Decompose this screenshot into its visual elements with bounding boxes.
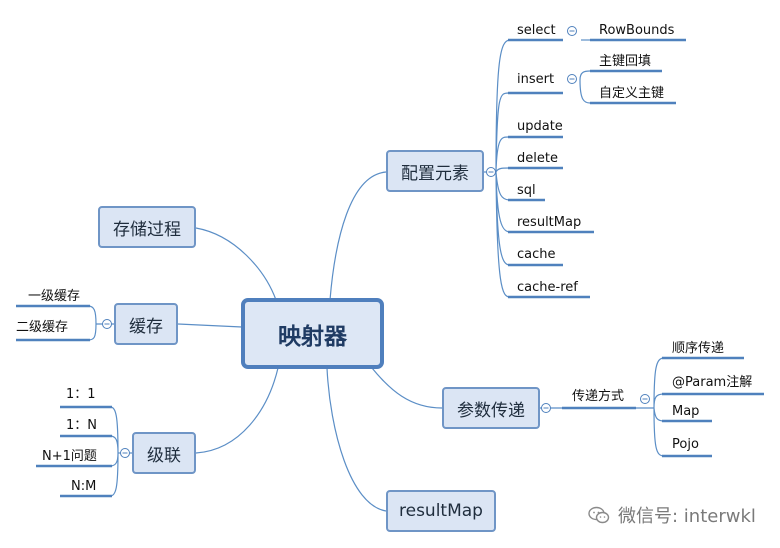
leaf-one-to-one[interactable]: 1：1 — [66, 387, 96, 402]
watermark-text: 微信号: interwkl — [618, 506, 756, 527]
node-cache[interactable]: 缓存 — [114, 303, 178, 345]
leaf-resultmap[interactable]: resultMap — [517, 215, 582, 230]
leaf-param-annotation[interactable]: @Param注解 — [672, 375, 753, 390]
node-cascade[interactable]: 级联 — [132, 432, 196, 474]
collapse-toggle-method[interactable] — [640, 394, 650, 404]
collapse-toggle-config[interactable] — [486, 167, 496, 177]
leaf-order-passing[interactable]: 顺序传递 — [672, 341, 725, 356]
connector-config — [329, 171, 387, 301]
node-stored-procedure[interactable]: 存储过程 — [98, 206, 196, 248]
root-node-mapper[interactable]: 映射器 — [241, 298, 384, 369]
leaf-insert[interactable]: insert — [517, 72, 555, 87]
leaf-cache[interactable]: cache — [517, 247, 556, 262]
leaf-delete[interactable]: delete — [517, 151, 558, 166]
collapse-toggle-insert[interactable] — [567, 74, 577, 84]
collapse-toggle-params[interactable] — [541, 403, 551, 413]
connector-cascade-fan — [109, 406, 119, 497]
node-config-elements[interactable]: 配置元素 — [386, 150, 484, 192]
connector-cascade — [195, 367, 279, 454]
collapse-toggle-select[interactable] — [567, 26, 577, 36]
leaf-select[interactable]: select — [517, 23, 556, 38]
connector-params — [371, 367, 443, 409]
leaf-custom-pk[interactable]: 自定义主键 — [599, 86, 665, 101]
wechat-icon — [588, 506, 610, 524]
leaf-update[interactable]: update — [517, 119, 563, 134]
leaf-one-to-n[interactable]: 1：N — [66, 418, 97, 433]
node-param-passing[interactable]: 参数传递 — [442, 387, 540, 429]
connector-config-fan — [495, 39, 511, 298]
watermark: 微信号: interwkl — [588, 502, 756, 528]
node-resultmap[interactable]: resultMap — [386, 490, 496, 532]
leaf-pk-backfill[interactable]: 主键回填 — [599, 54, 652, 69]
connector-params-fan — [653, 357, 665, 457]
leaf-n-to-m[interactable]: N:M — [71, 479, 97, 494]
leaf-cache-ref[interactable]: cache-ref — [517, 280, 578, 295]
connector-cache — [177, 323, 243, 328]
leaf-n-plus-one[interactable]: N+1问题 — [42, 449, 97, 464]
collapse-toggle-cascade[interactable] — [120, 448, 130, 458]
connector-procedure — [195, 227, 277, 301]
leaf-rowbounds[interactable]: RowBounds — [599, 23, 675, 38]
connector-resultmap — [326, 367, 387, 512]
leaf-sql[interactable]: sql — [517, 183, 536, 198]
leaf-passing-method[interactable]: 传递方式 — [572, 389, 625, 404]
leaf-map[interactable]: Map — [672, 404, 700, 419]
connector-insert-fan — [579, 70, 591, 104]
collapse-toggle-cache[interactable] — [102, 319, 112, 329]
leaf-l1-cache[interactable]: 一级缓存 — [28, 289, 81, 304]
leaf-l2-cache[interactable]: 二级缓存 — [16, 320, 69, 335]
leaf-pojo[interactable]: Pojo — [672, 437, 699, 452]
connector-cache-fan — [87, 305, 97, 341]
